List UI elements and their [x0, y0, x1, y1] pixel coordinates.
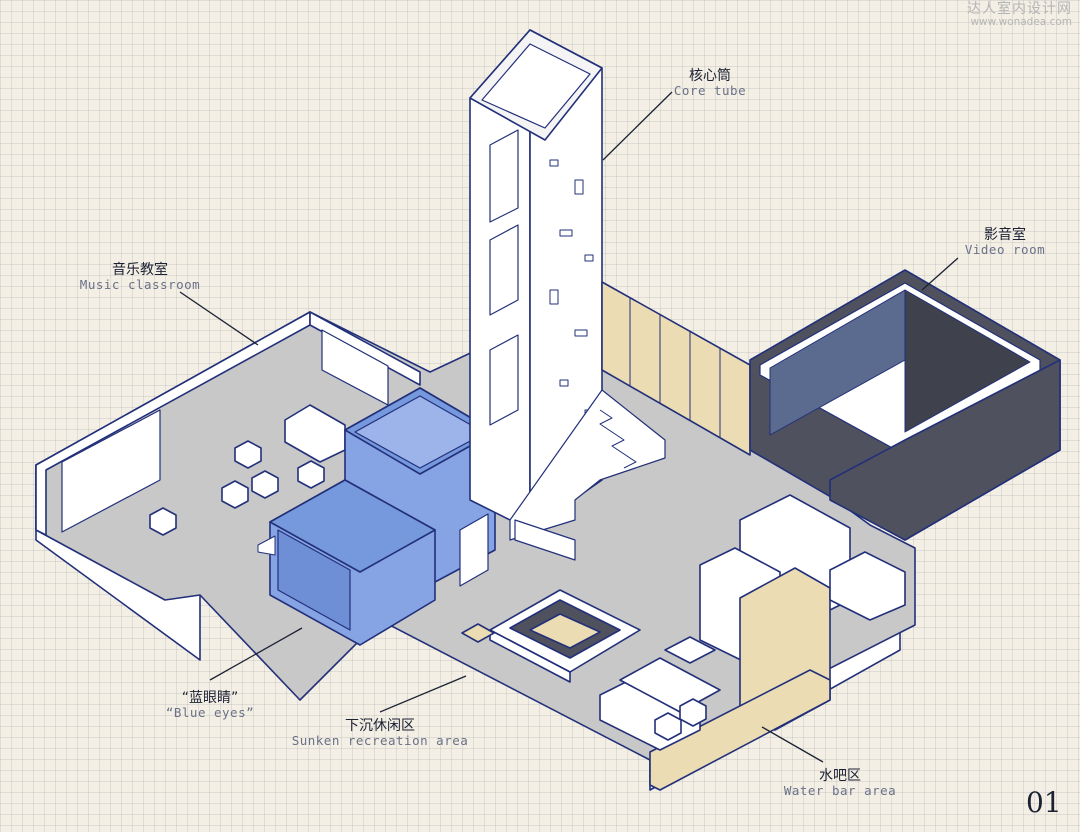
- water-bar-area: [599, 494, 906, 791]
- music-classroom: [35, 311, 421, 536]
- label-music-classroom: 音乐教室 Music classroom: [60, 262, 220, 292]
- label-core-tube: 核心筒 Core tube: [655, 68, 765, 98]
- label-blue-eyes-en: “Blue eyes”: [165, 705, 255, 721]
- label-sunken-area-en: Sunken recreation area: [291, 733, 469, 749]
- page-number: 01: [1026, 786, 1062, 819]
- watermark-url: www.wonadea.com: [970, 16, 1072, 29]
- label-core-tube-zh: 核心筒: [689, 68, 731, 84]
- blue-eyes-volume: [257, 387, 496, 646]
- core-tube: [469, 29, 666, 561]
- label-core-tube-en: Core tube: [673, 83, 747, 99]
- watermark: 达人室内设计网 www.wonadea.com: [967, 1, 1072, 29]
- leader-core: [602, 91, 673, 161]
- label-water-bar-zh: 水吧区: [819, 768, 861, 784]
- leader-lines: [179, 91, 959, 763]
- label-blue-eyes-zh: “蓝眼睛”: [181, 690, 239, 706]
- label-blue-eyes: “蓝眼睛” “Blue eyes”: [140, 690, 280, 720]
- label-video-room: 影音室 Video room: [940, 227, 1070, 257]
- label-water-bar-en: Water bar area: [783, 783, 897, 799]
- label-sunken-area: 下沉休闲区 Sunken recreation area: [280, 718, 480, 748]
- label-music-classroom-zh: 音乐教室: [112, 262, 168, 278]
- leader-blue: [209, 627, 303, 681]
- label-video-room-en: Video room: [964, 242, 1046, 258]
- leader-sunken: [379, 675, 467, 713]
- timber-wall: [601, 281, 751, 456]
- label-music-classroom-en: Music classroom: [79, 277, 201, 293]
- sunken-recreation-area: [461, 589, 641, 683]
- label-water-bar: 水吧区 Water bar area: [770, 768, 910, 798]
- label-video-room-zh: 影音室: [984, 227, 1026, 243]
- watermark-site-name: 达人室内设计网: [967, 1, 1072, 17]
- leader-video: [921, 257, 959, 291]
- video-room: [749, 269, 1061, 541]
- label-sunken-area-zh: 下沉休闲区: [345, 718, 415, 734]
- leader-music: [179, 291, 259, 346]
- leader-water: [761, 726, 824, 763]
